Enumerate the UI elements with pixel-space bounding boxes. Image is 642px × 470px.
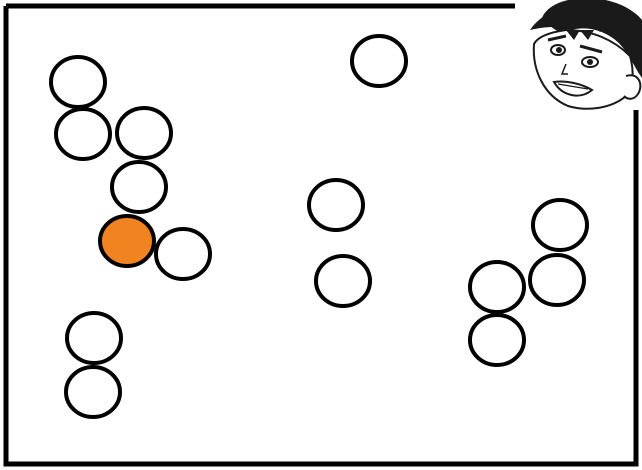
circle-empty[interactable] <box>156 229 210 279</box>
circle-empty[interactable] <box>533 200 587 250</box>
circle-empty[interactable] <box>112 162 166 212</box>
circle-empty[interactable] <box>67 313 121 363</box>
circle-empty[interactable] <box>530 255 584 305</box>
circle-empty[interactable] <box>117 108 171 158</box>
circle-empty[interactable] <box>51 57 105 107</box>
circle-empty[interactable] <box>316 256 370 306</box>
circle-empty[interactable] <box>352 36 406 86</box>
circle-empty[interactable] <box>470 315 524 365</box>
circle-empty[interactable] <box>56 109 110 159</box>
circle-empty[interactable] <box>470 262 524 312</box>
circle-empty[interactable] <box>66 367 120 417</box>
circle-filled[interactable] <box>100 216 154 266</box>
circle-empty[interactable] <box>309 180 363 230</box>
